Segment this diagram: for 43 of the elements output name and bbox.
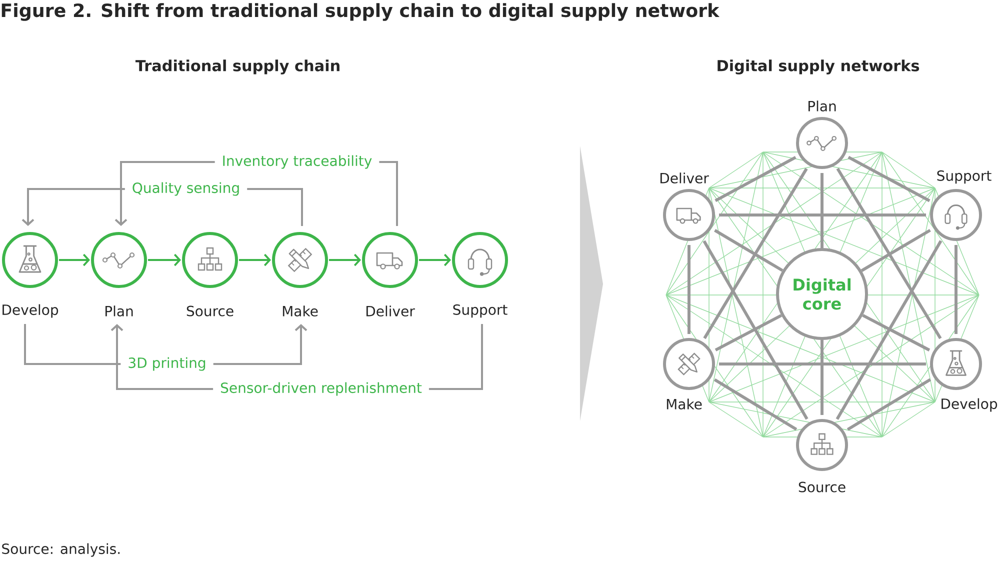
edge-label: Sensor-driven replenishment (213, 381, 429, 397)
node-label: Deliver (660, 172, 709, 184)
node-label: Develop (942, 398, 998, 412)
node-label: Plan (106, 306, 133, 316)
node-label: Make (282, 306, 318, 316)
connector (703, 168, 808, 340)
connector (419, 254, 451, 266)
panel-heading: Traditional supply chain (135, 60, 340, 74)
connector (862, 314, 930, 352)
connector (820, 340, 824, 415)
edge-label: 3D printing (120, 356, 214, 372)
node-label: Source (186, 306, 234, 316)
connector (848, 156, 930, 202)
connector (719, 214, 926, 216)
node-label: Support (453, 304, 508, 318)
edge-label: Inventory traceability (214, 154, 380, 170)
node-label: Develop (2, 304, 58, 318)
source-note: Source: analysis. (2, 543, 120, 557)
connector (714, 378, 798, 431)
panel-heading: Digital supply networks (718, 60, 920, 74)
connector (688, 245, 690, 334)
node-label: Make (666, 398, 702, 410)
connector (836, 240, 942, 420)
title: Figure 2. Shift from traditional supply chain to digital supply network (2, 3, 720, 21)
node-label: Deliver (366, 306, 415, 316)
node-label: Source (798, 482, 846, 492)
node-label: Plan (808, 100, 836, 112)
connector (714, 229, 784, 272)
connector (714, 156, 796, 202)
connector (148, 254, 181, 266)
node-label: Support (937, 170, 992, 184)
connector (860, 228, 931, 272)
connector (836, 168, 942, 340)
connector (329, 254, 361, 266)
connector (954, 245, 958, 334)
connector (719, 362, 926, 366)
connector (714, 314, 782, 352)
connector (59, 254, 90, 266)
edge-label: Quality sensing (124, 181, 248, 197)
connector (846, 378, 932, 431)
connector (702, 240, 808, 420)
connector (820, 173, 824, 248)
connector (239, 254, 271, 266)
